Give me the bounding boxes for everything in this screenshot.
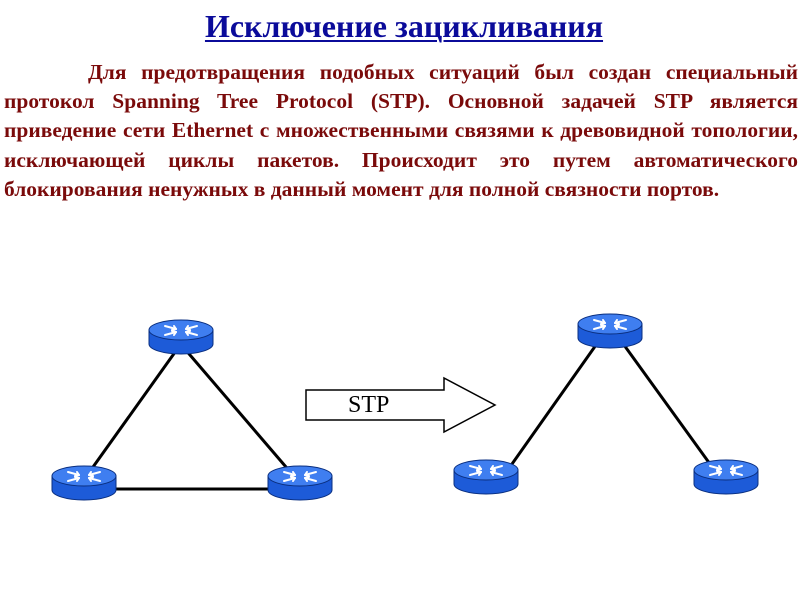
slide-paragraph: Для предотвращения подобных ситуаций был… <box>4 60 798 201</box>
tree-topology <box>453 313 759 495</box>
router-icon <box>148 319 214 355</box>
stp-label: STP <box>348 392 390 418</box>
router-icon <box>453 459 519 495</box>
arrow-shape <box>305 376 497 434</box>
slide-title: Исключение зацикливания <box>204 8 604 44</box>
router-icon <box>693 459 759 495</box>
link-root-right <box>622 344 712 465</box>
link-top-left <box>86 347 180 475</box>
router-icon <box>51 465 117 501</box>
link-root-left <box>510 344 598 465</box>
router-icon <box>577 313 643 349</box>
stp-arrow <box>305 376 497 434</box>
router-icon <box>267 465 333 501</box>
looped-topology <box>51 319 333 501</box>
link-top-right <box>182 347 294 475</box>
